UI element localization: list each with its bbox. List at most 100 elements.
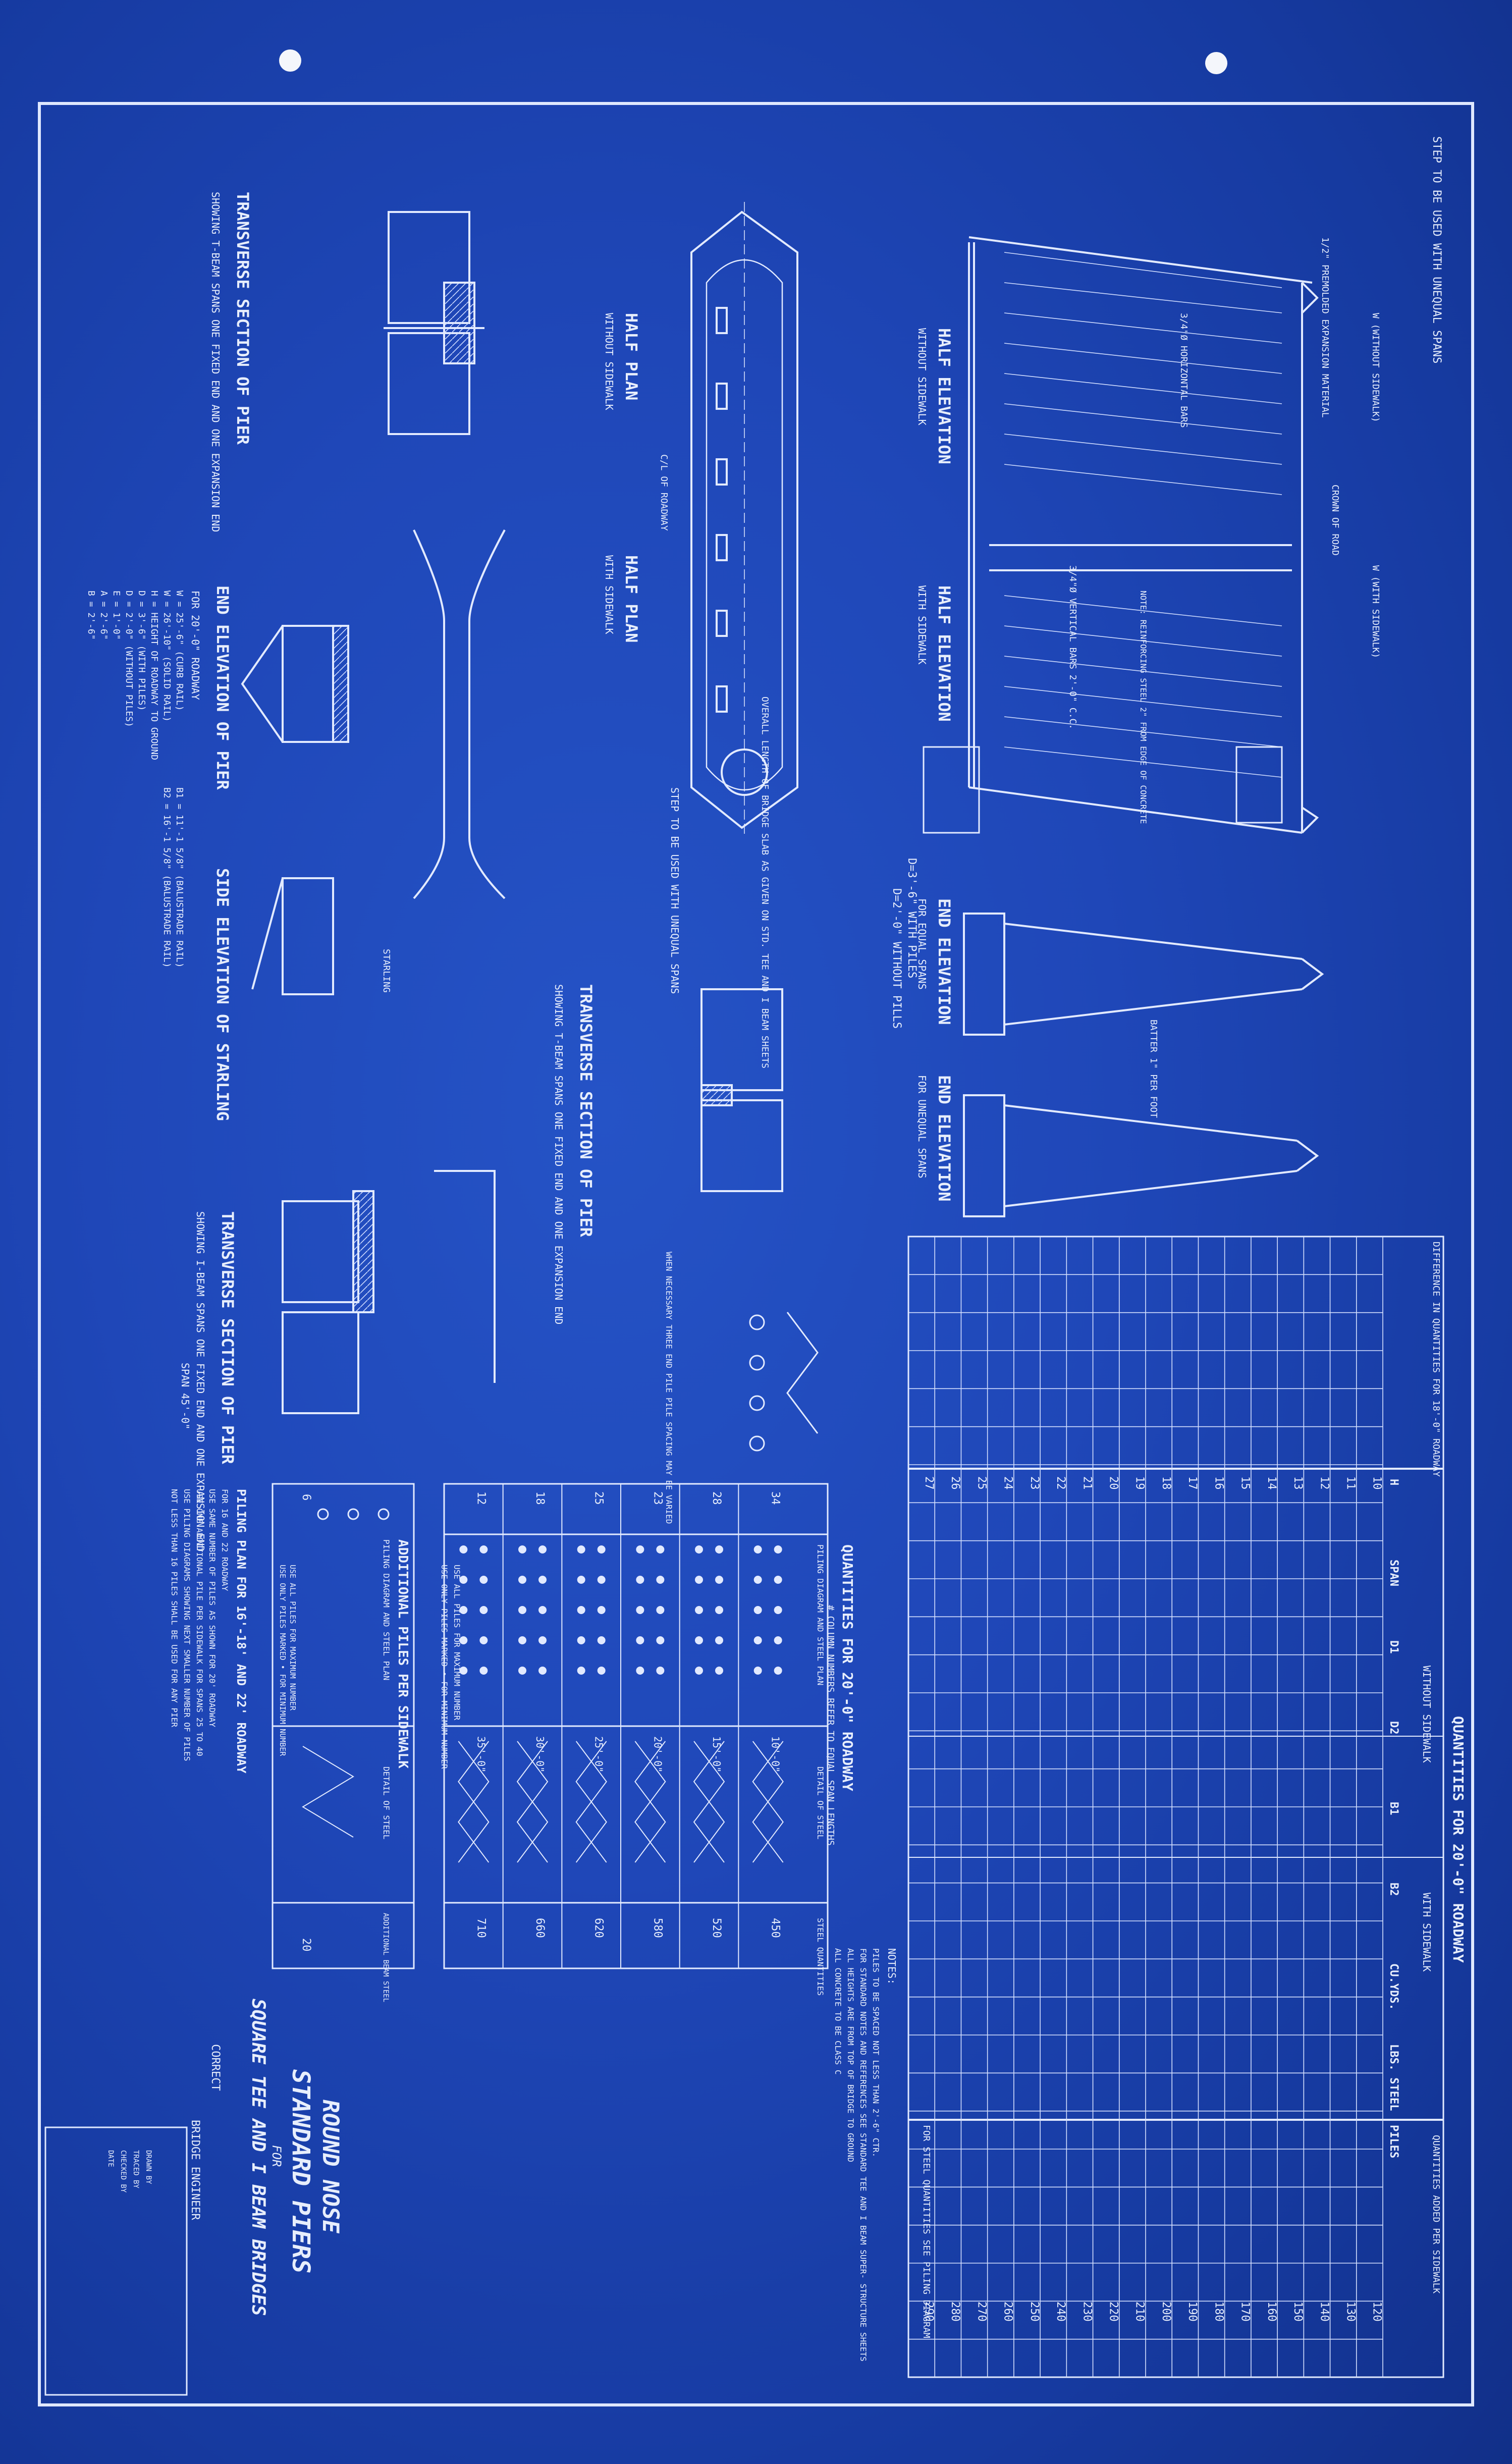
- sheet-border: [38, 102, 1474, 2406]
- main-table-steel-note: FOR STEEL QUANTITIES SEE PILING DIAGRAM: [921, 2125, 932, 2338]
- table-h-cell: 13: [1291, 1476, 1304, 1490]
- pile-marker: [656, 1545, 665, 1554]
- note-horiz-bars: 3/4"Ø HORIZONTAL BARS: [1178, 313, 1189, 428]
- view-half-plan-sw-sub: WITH SIDEWALK: [603, 555, 615, 634]
- note-premolded: 1/2" PREMOLDED EXPANSION MATERIAL: [1320, 237, 1330, 418]
- notes-heading: NOTES:: [886, 1948, 898, 1985]
- pile-marker: [518, 1576, 526, 1584]
- table-h-cell: 20: [1107, 1476, 1120, 1490]
- pile-span-cell: 10'-0": [770, 1736, 782, 1773]
- table-h-cell: 24: [1002, 1476, 1014, 1490]
- pile-table-rows: 3410'-0"4502815'-0"5202320'-0"5802525'-0…: [444, 1484, 784, 1968]
- table-h-cell: 15: [1239, 1476, 1252, 1490]
- steel-diagram: [516, 1741, 549, 1863]
- note-starling: STARLING: [381, 949, 392, 993]
- pile-marker: [695, 1606, 703, 1614]
- pile-marker: [479, 1636, 488, 1644]
- roadway-b1: B1 = 11'-1 5/8" (BALUSTRADE RAIL): [174, 787, 185, 968]
- pile-count-cell: 18: [533, 1491, 546, 1505]
- pile-marker: [597, 1636, 606, 1644]
- table-right-cell: 120: [1371, 2301, 1383, 2322]
- table-h-cell: 14: [1265, 1476, 1278, 1490]
- pile-marker: [753, 1606, 762, 1614]
- table-h-cell: 22: [1054, 1476, 1067, 1490]
- general-notes: NOTES: PILES TO BE SPACED NOT LESS THAN …: [833, 1948, 898, 2362]
- pile-steel-cell: 660: [533, 1918, 546, 1938]
- title-line2: STANDARD PIERS: [287, 2069, 315, 2274]
- table-h-cell: 17: [1186, 1476, 1199, 1490]
- pile-table-subtitle: PILING DIAGRAM AND STEEL PLAN: [816, 1544, 825, 1685]
- pile-marker: [774, 1576, 782, 1584]
- pile-marker: [479, 1667, 488, 1675]
- pile-marker: [538, 1636, 547, 1644]
- table-right-cell: 270: [975, 2301, 988, 2322]
- pile-marker: [577, 1636, 585, 1644]
- table-header-cell: LBS. STEEL: [1387, 2044, 1400, 2111]
- pile-marker: [577, 1606, 585, 1614]
- pile-note-use-only-2: USE ONLY PILES MARKED • FOR MINIMUM NUMB…: [278, 1565, 287, 1756]
- note-batter: BATTER 1" PER FOOT: [1148, 1020, 1159, 1118]
- main-table-col-lines: [908, 1274, 1383, 2340]
- pile-marker: [753, 1576, 762, 1584]
- tb-drawn: DRAWN BY: [144, 2150, 152, 2184]
- transverse-section-2-drawing: [700, 988, 783, 1192]
- table-header-cell: CU.YDS.: [1387, 1963, 1400, 2010]
- pile-span-cell: 15'-0": [711, 1736, 723, 1773]
- view-trans-section-2: TRANSVERSE SECTION OF PIER: [576, 984, 596, 1238]
- piling-plan-l5: NOT LESS THAN 16 PILES SHALL BE USED FOR…: [170, 1489, 179, 1727]
- view-half-plan-no-sw: HALF PLAN: [622, 313, 641, 400]
- pile-marker: [695, 1667, 703, 1675]
- main-table-title: QUANTITIES FOR 20'-0" ROADWAY: [1450, 1716, 1467, 1963]
- pile-marker: [636, 1667, 644, 1675]
- view-end-elev-equal-sub: FOR EQUAL SPANS: [916, 898, 928, 990]
- table-h-cell: 26: [949, 1476, 961, 1490]
- view-side-elev-starling: SIDE ELEVATION OF STARLING: [213, 868, 232, 1121]
- pile-marker: [538, 1606, 547, 1614]
- pile-count-cell: 12: [474, 1491, 487, 1505]
- side-elevation-starling-drawing: [251, 877, 334, 995]
- pile-marker: [774, 1636, 782, 1644]
- main-table-right-column: 1201301401501601701801902002102202302402…: [923, 2301, 1383, 2322]
- piling-plan-l4: USE PILING DIAGRAMS SHOWING NEXT SMALLER…: [182, 1489, 192, 1761]
- view-end-elev-equal: END ELEVATION: [935, 898, 954, 1025]
- roadway-a: A = 2'-6": [98, 591, 109, 640]
- pile-marker: [715, 1636, 723, 1644]
- table-h-cell: 11: [1344, 1476, 1357, 1490]
- pile-note-use-all: USE ALL PILES FOR MAXIMUM NUMBER: [452, 1565, 462, 1721]
- table-h-cell: 25: [975, 1476, 988, 1490]
- pile-marker: [753, 1667, 762, 1675]
- table-right-cell: 190: [1186, 2301, 1199, 2322]
- pile-marker: [695, 1636, 703, 1644]
- pile-span-cell: 20'-0": [652, 1736, 664, 1773]
- view-end-elev-unequal-sub: FOR UNEQUAL SPANS: [916, 1075, 928, 1179]
- table-right-cell: 230: [1081, 2301, 1093, 2322]
- pile-marker: [597, 1667, 606, 1675]
- note-vert-bars: 3/4"Ø VERTICAL BARS 2'-0" C.C.: [1067, 565, 1078, 729]
- pile-table-title: QUANTITIES FOR 20'-0" ROADWAY: [839, 1544, 856, 1791]
- main-table-column-ref: # COLUMN NUMBERS REFER TO EQUAL SPAN LEN…: [825, 1605, 836, 1846]
- steel-diagram: [752, 1741, 784, 1863]
- table-header-cell: H: [1387, 1479, 1400, 1485]
- pile-marker: [656, 1576, 665, 1584]
- additional-steel: ADDITIONAL BEAM STEEL: [382, 1913, 390, 2002]
- pile-marker: [459, 1545, 468, 1554]
- additional-value: 20: [300, 1938, 312, 1952]
- piling-plan-l2: USE SAME NUMBER OF PILES AS SHOWN FOR 20…: [207, 1489, 217, 1727]
- view-end-elev-unequal: END ELEVATION: [935, 1075, 954, 1201]
- pile-marker: [518, 1545, 526, 1554]
- pile-note-use-only: USE ONLY PILES MARKED • FOR MINIMUM NUMB…: [440, 1565, 449, 1769]
- punch-hole-1: [1205, 52, 1227, 74]
- pile-marker: [656, 1606, 665, 1614]
- pile-marker: [479, 1606, 488, 1614]
- table-header-cell: D1: [1387, 1640, 1400, 1654]
- pile-steel-cell: 520: [710, 1918, 723, 1938]
- additional-title: ADDITIONAL PILES PER SIDEWALK: [395, 1539, 410, 1769]
- pile-marker: [518, 1606, 526, 1614]
- table-right-cell: 250: [1028, 2301, 1041, 2322]
- pier-footing: [923, 746, 1283, 834]
- roadway-dimensions: FOR 20'-0" ROADWAY W = 25'-6" (CURB RAIL…: [86, 591, 201, 968]
- title-line3: FOR: [269, 2145, 284, 2167]
- roadway-b2: B2 = 16'-1 5/8" (BALUSTRADE RAIL): [161, 787, 172, 968]
- roadway-h: H = HEIGHT OF ROADWAY TO GROUND: [149, 591, 159, 760]
